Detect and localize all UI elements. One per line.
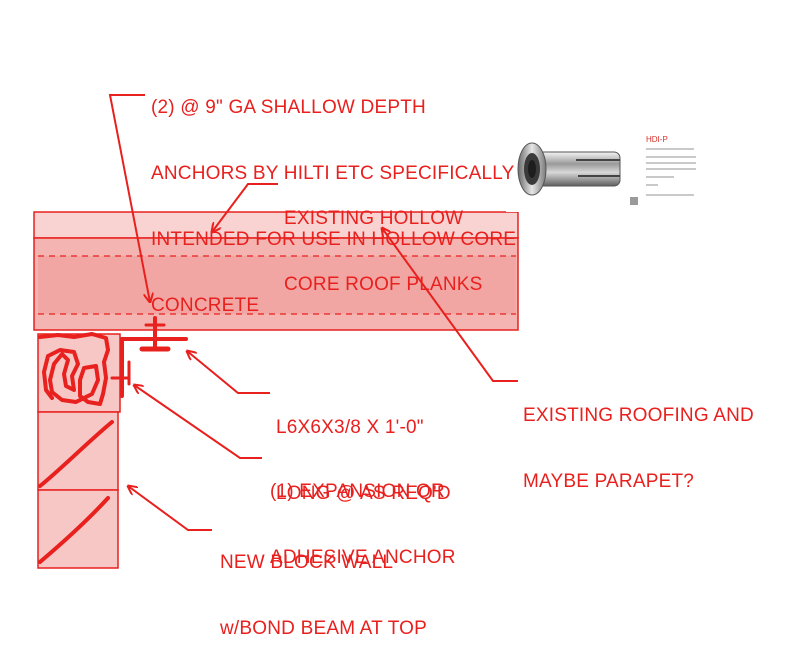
note-line: MAYBE PARAPET? [523,471,695,492]
zoom-icon [630,197,638,205]
product-text-line [646,156,696,158]
block-hatch-3 [38,496,110,564]
note-wall: NEW BLOCK WALL w/BOND BEAM AT TOP [220,508,427,662]
note-line: ANCHORS BY HILTI ETC SPECIFICALLY [151,163,515,184]
note-expansion: (1) EXPANSION OR ADHESIVE ANCHOR [270,437,456,591]
note-line: EXISTING HOLLOW [284,208,464,229]
product-text-line [646,148,694,150]
leader-angle [187,351,270,394]
block-hatch-2 [38,420,114,488]
note-roofing: EXISTING ROOFING AND MAYBE PARAPET? [523,361,754,515]
note-line: CORE ROOF PLANKS [284,274,483,295]
shallow-anchor [139,316,171,352]
note-line: INTENDED FOR USE IN HOLLOW CORE [151,229,517,250]
product-text-line [646,184,658,186]
note-line: L6X6X3/8 X 1'-0" [276,417,424,438]
detail-drawing [33,94,519,569]
product-text-line [646,194,694,196]
product-text-line [646,168,696,170]
note-line: LONG @ AS REQ'D [276,483,451,504]
note-planks: EXISTING HOLLOW CORE ROOF PLANKS [284,164,483,318]
product-title: HDI-P [646,135,668,144]
product-text-line [646,176,674,178]
note-anchors: (2) @ 9" GA SHALLOW DEPTH ANCHORS BY HIL… [151,53,516,339]
leader-lines [108,94,518,531]
note-line: ADHESIVE ANCHOR [270,547,456,568]
note-line: CONCRETE [151,295,260,316]
note-line: (2) @ 9" GA SHALLOW DEPTH [151,97,426,118]
drop-in-anchor-icon [517,142,621,196]
bond-beam-scribble [38,332,110,406]
note-angle: L6X6X3/8 X 1'-0" LONG @ AS REQ'D [276,373,451,527]
note-line: NEW BLOCK WALL [220,552,394,573]
product-text-line [646,162,696,164]
note-line: (1) EXPANSION OR [270,481,445,502]
product-image-card: HDI-P [506,130,696,212]
note-line: EXISTING ROOFING AND [523,405,754,426]
leader-roofing [382,228,518,382]
leader-wall [128,486,212,531]
block-wall [37,333,121,569]
leader-anchors [108,94,150,302]
leader-expansion [134,385,262,459]
note-line: w/BOND BEAM AT TOP [220,618,428,639]
hollow-core-plank [33,211,519,331]
leader-planks [212,183,278,232]
plank-top-topping [33,211,519,239]
